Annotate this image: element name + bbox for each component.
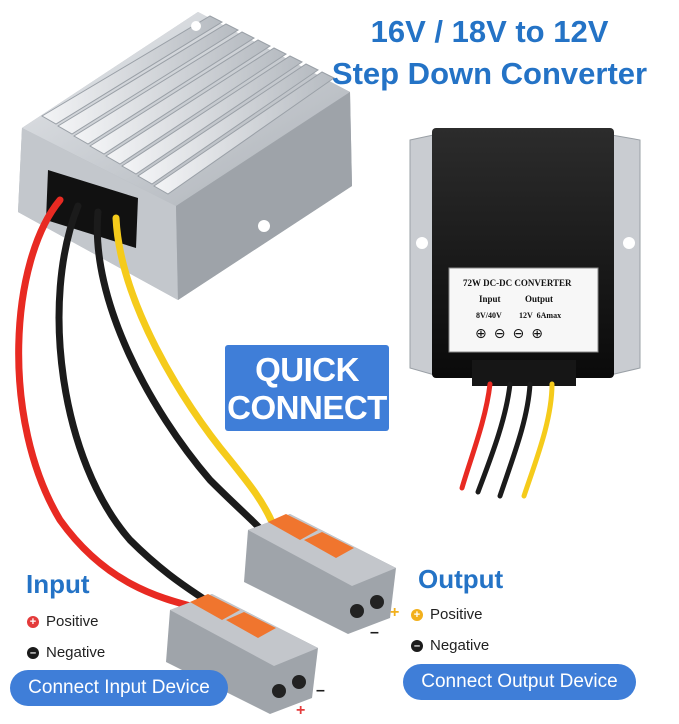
output-positive-row: + Positive: [411, 606, 483, 623]
output-negative-label: Negative: [430, 637, 490, 654]
label-heading: 72W DC-DC CONVERTER: [463, 278, 572, 288]
front-converter-wires: [459, 381, 555, 499]
minus-icon: –: [27, 646, 39, 659]
input-heading: Input: [26, 569, 90, 599]
input-positive-label: Positive: [46, 613, 99, 630]
label-input-spec: 8V/40V: [476, 311, 502, 320]
label-polarity-symbols: ⊕⊖⊖⊕: [475, 326, 550, 342]
output-lever-connector: [244, 514, 396, 634]
output-negative-row: – Negative: [411, 637, 489, 654]
input-output-wires: [15, 196, 276, 614]
plus-icon: +: [27, 615, 39, 628]
badge-line-2: CONNECT: [227, 389, 387, 426]
label-output-spec: 12V 6Amax: [519, 311, 562, 320]
connect-output-device-button: Connect Output Device: [403, 664, 636, 700]
plus-icon: +: [411, 608, 423, 621]
output-minus-sign: –: [370, 624, 379, 641]
connect-input-device-button: Connect Input Device: [10, 670, 228, 706]
title-line-2: Step Down Converter: [331, 56, 648, 91]
input-plus-sign: +: [296, 702, 306, 719]
output-plus-sign: +: [390, 604, 400, 621]
label-input: Input: [479, 294, 501, 304]
output-heading: Output: [418, 564, 504, 594]
input-negative-label: Negative: [46, 644, 106, 661]
front-converter: [409, 128, 641, 386]
heatsink-converter: [18, 12, 352, 300]
badge-line-1: QUICK: [255, 351, 359, 388]
input-lever-connector: [166, 594, 318, 714]
input-negative-row: – Negative: [27, 644, 105, 661]
quick-connect-badge: QUICK CONNECT: [225, 345, 389, 431]
output-positive-label: Positive: [430, 606, 483, 623]
converter-label: 72W DC-DC CONVERTER Input Output 8V/40V …: [449, 268, 598, 352]
minus-icon: –: [411, 639, 423, 652]
title-line-1: 16V / 18V to 12V: [370, 14, 609, 49]
label-output: Output: [525, 294, 554, 304]
input-minus-sign: –: [316, 682, 325, 699]
input-positive-row: + Positive: [27, 613, 99, 630]
